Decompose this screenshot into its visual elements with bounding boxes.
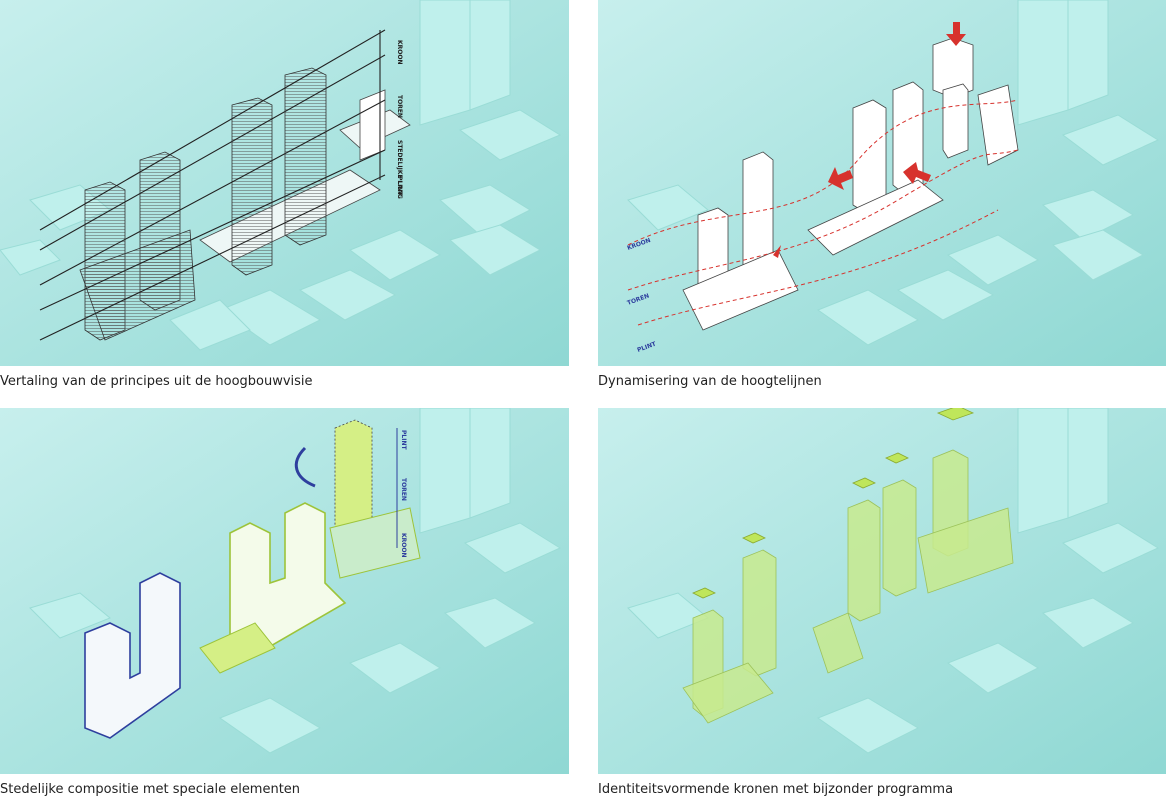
label-plint: PLINT bbox=[400, 430, 407, 450]
crowned-towers bbox=[682, 449, 1014, 724]
massing-diagram-1: KROON TOREN STEDELIJKE LAAG PLINT bbox=[0, 0, 569, 366]
red-arrows bbox=[773, 22, 966, 258]
diagram-panel-1: KROON TOREN STEDELIJKE LAAG PLINT bbox=[0, 0, 569, 366]
diagram-panel-4 bbox=[598, 408, 1166, 774]
label-stedelijke-laag: STEDELIJKE LAAG bbox=[396, 140, 403, 199]
tower-group bbox=[79, 67, 327, 341]
massing-diagram-2: KROON TOREN PLINT bbox=[598, 0, 1166, 366]
panel-2-caption: Dynamisering van de hoogtelijnen bbox=[598, 374, 822, 389]
label-plint: PLINT bbox=[396, 176, 403, 196]
left-tower-group bbox=[84, 572, 181, 739]
rotate-arrow-icon bbox=[294, 446, 316, 488]
diagram-panel-2: KROON TOREN PLINT bbox=[598, 0, 1166, 366]
label-toren: TOREN bbox=[400, 478, 407, 501]
building-massing bbox=[682, 37, 1019, 331]
diagram-panel-3: PLINT TOREN KROON bbox=[0, 408, 569, 774]
panel-4-caption: Identiteitsvormende kronen met bijzonder… bbox=[598, 782, 954, 797]
crown-elements bbox=[692, 408, 975, 599]
label-toren: TOREN bbox=[396, 95, 403, 118]
panel-1-caption: Vertaling van de principes uit de hoogbo… bbox=[0, 374, 313, 389]
massing-diagram-3: PLINT TOREN KROON bbox=[0, 408, 569, 774]
massing-diagram-4 bbox=[598, 408, 1166, 774]
label-kroon: KROON bbox=[396, 40, 403, 65]
special-element-low bbox=[199, 622, 276, 674]
panel-3-caption: Stedelijke compositie met speciale eleme… bbox=[0, 782, 301, 797]
height-lines bbox=[627, 99, 1019, 326]
label-kroon: KROON bbox=[400, 533, 407, 558]
